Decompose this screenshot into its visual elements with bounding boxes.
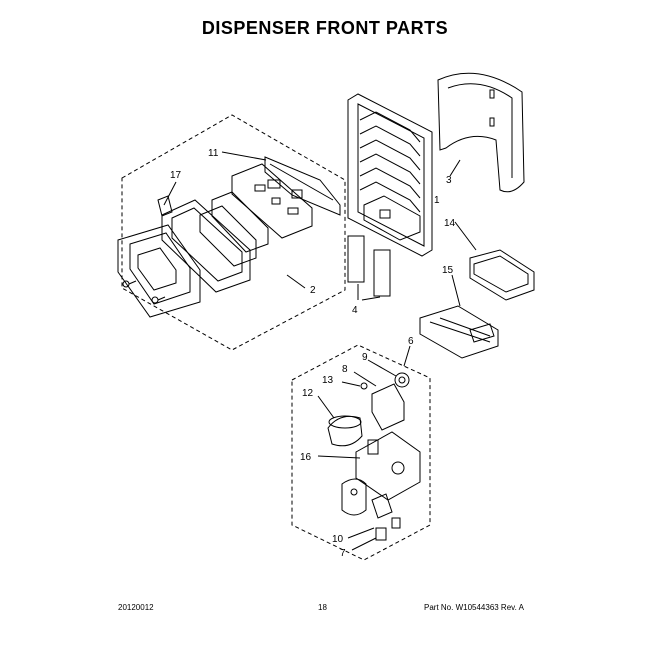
callout-15: 15 xyxy=(442,265,454,276)
dispenser-paddle xyxy=(341,478,367,516)
callout-8: 8 xyxy=(342,364,348,375)
footer-date: 20120012 xyxy=(118,603,154,612)
callout-4: 4 xyxy=(352,305,358,316)
callout-11: 11 xyxy=(208,148,219,159)
drip-tray xyxy=(469,249,535,301)
dispenser-housing xyxy=(347,93,433,257)
callout-7: 7 xyxy=(340,548,346,559)
dispenser-side-panel xyxy=(437,72,525,193)
footer-page-number: 18 xyxy=(318,603,327,612)
pad-part-4 xyxy=(347,235,391,297)
callout-17: 17 xyxy=(170,170,182,181)
drip-tray-grille xyxy=(419,305,499,359)
callout-1: 1 xyxy=(434,195,440,206)
assembly-2-boundary xyxy=(121,114,346,351)
footer-part-number: Part No. W10544363 Rev. A xyxy=(424,603,524,612)
circuit-board xyxy=(231,163,313,239)
control-housing xyxy=(161,199,251,293)
screw-icon xyxy=(122,280,166,304)
front-trim-frame xyxy=(117,224,201,318)
assembly-6-boundary xyxy=(291,344,431,561)
callout-3: 3 xyxy=(446,175,452,186)
motor-part-9 xyxy=(394,372,410,388)
display-window xyxy=(199,191,269,267)
lever-base xyxy=(355,431,421,501)
callout-10: 10 xyxy=(332,534,344,545)
control-bracket xyxy=(264,156,341,216)
spring-part-7 xyxy=(375,517,401,541)
screw-part-13 xyxy=(360,382,368,390)
page-title: DISPENSER FRONT PARTS xyxy=(201,18,449,38)
switch-block xyxy=(371,493,393,519)
cup-part-12 xyxy=(327,415,363,447)
callout-13: 13 xyxy=(322,375,334,386)
callout-16: 16 xyxy=(300,452,312,463)
callout-12: 12 xyxy=(302,388,314,399)
callout-2: 2 xyxy=(310,285,316,296)
callout-9: 9 xyxy=(362,352,368,363)
callout-14: 14 xyxy=(444,218,456,229)
callout-6: 6 xyxy=(408,336,414,347)
mounting-bracket xyxy=(371,383,405,431)
gasket-part-17 xyxy=(157,195,173,217)
